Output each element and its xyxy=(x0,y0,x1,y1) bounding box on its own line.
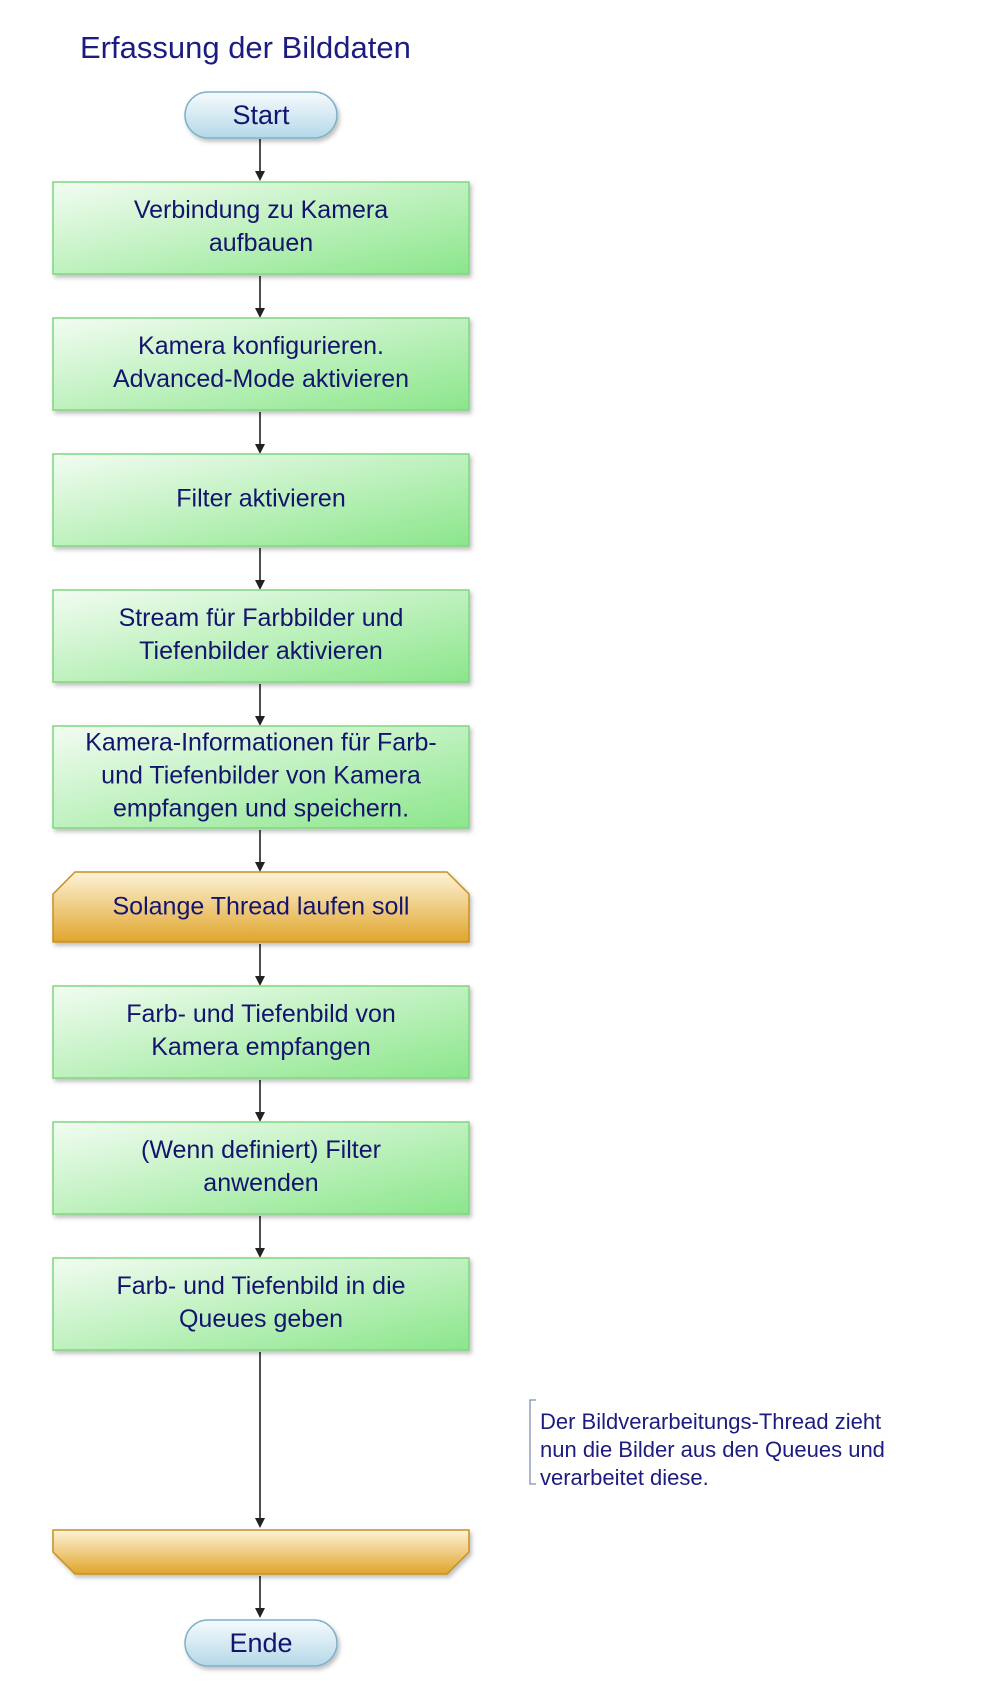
loop-start-node xyxy=(52,871,470,943)
node-label-info: empfangen und speichern. xyxy=(113,795,409,823)
node-label-queue: Queues geben xyxy=(179,1305,343,1333)
node-label-loop-start: Solange Thread laufen soll xyxy=(113,893,410,921)
node-info xyxy=(52,725,470,829)
node-stream xyxy=(52,589,470,683)
loop-end-node xyxy=(52,1529,470,1575)
node-label-configure: Kamera konfigurieren. xyxy=(138,332,384,360)
node-filter xyxy=(52,453,470,547)
node-label-info: Kamera-Informationen für Farb- xyxy=(85,729,437,757)
end-label: Ende xyxy=(229,1628,292,1658)
node-label-apply-filter: anwenden xyxy=(203,1169,318,1197)
node-label-queue: Farb- und Tiefenbild in die xyxy=(116,1272,405,1300)
node-configure xyxy=(52,317,470,411)
node-label-info: und Tiefenbilder von Kamera xyxy=(101,762,421,790)
annotation-line: nun die Bilder aus den Queues und xyxy=(540,1437,885,1462)
annotation-line: verarbeitet diese. xyxy=(540,1465,709,1490)
node-label-receive: Farb- und Tiefenbild von xyxy=(126,1000,396,1028)
diagram-title: Erfassung der Bilddaten xyxy=(80,30,411,65)
end-node xyxy=(184,1619,338,1667)
start-label: Start xyxy=(232,100,290,130)
node-apply-filter xyxy=(52,1121,470,1215)
node-connect xyxy=(52,181,470,275)
annotation-note: Der Bildverarbeitungs-Thread zieht nun d… xyxy=(540,1408,960,1492)
node-label-stream: Tiefenbilder aktivieren xyxy=(139,637,383,665)
node-label-filter: Filter aktivieren xyxy=(176,485,346,513)
annotation-bracket xyxy=(529,1399,536,1485)
start-node xyxy=(184,91,338,139)
node-label-apply-filter: (Wenn definiert) Filter xyxy=(141,1136,381,1164)
node-label-connect: Verbindung zu Kamera xyxy=(134,196,388,224)
node-label-configure: Advanced-Mode aktivieren xyxy=(113,365,409,393)
node-label-receive: Kamera empfangen xyxy=(151,1033,371,1061)
process-boxes xyxy=(52,181,470,1351)
node-label-stream: Stream für Farbbilder und xyxy=(119,604,404,632)
node-label-connect: aufbauen xyxy=(209,229,313,257)
annotation-line: Der Bildverarbeitungs-Thread zieht xyxy=(540,1409,882,1434)
node-receive xyxy=(52,985,470,1079)
node-queue xyxy=(52,1257,470,1351)
